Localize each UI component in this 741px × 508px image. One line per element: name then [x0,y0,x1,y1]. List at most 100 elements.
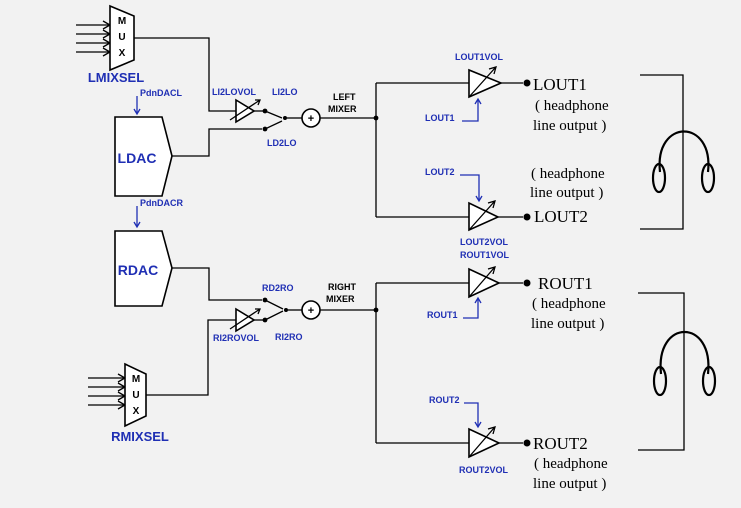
left-headphones-earcup-left [651,162,667,194]
lout1-enable-arrow [474,97,482,105]
lout2-stage: LOUT2 LOUT2VOL LOUT2 ( headphone line ou… [376,166,605,247]
left-line-in-switch-label: LI2LO [272,87,298,97]
right-mux-glyph-2: U [132,390,139,401]
left-dac-shape [114,116,173,197]
right-mixer-title: RIGHT [328,282,357,292]
right-mux-input-arrows [117,373,127,410]
left-dac-switch-label: LD2LO [267,138,297,148]
right-mux-label: RMIXSEL [111,429,169,444]
right-line-in-volume-triangle [235,307,256,333]
rout1-enable-line [463,299,479,319]
right-switch-common-node [284,308,288,312]
left-line-in-volume-label: LI2LOVOL [212,87,257,97]
right-dac-block: PdnDACR RDAC [114,198,183,307]
rout2-enable-line [464,402,479,426]
rout2-stage: ROUT2 ROUT2VOL ROUT2 ( headphone line ou… [376,395,608,492]
left-summer-symbol: + [308,113,314,125]
right-headphones-earcup-left [652,365,668,397]
right-mux-block: M U X RMIXSEL [88,362,169,444]
right-dac-power-down-label: PdnDACR [140,198,183,208]
rout2-amp-triangle [468,427,501,459]
left-mux-glyph-3: X [119,48,126,59]
lout2-name: LOUT2 [534,207,588,226]
right-headphones-earcup-right [701,365,717,397]
lout1-output-pin [523,79,531,87]
right-headphones-bracket [638,292,685,451]
right-mux-glyph-3: X [133,406,140,417]
right-dac-switch-blade [264,299,284,310]
right-dac-power-down-arrow [133,221,141,229]
left-dac-output-wire [172,128,262,157]
lout2-desc-line-1: ( headphone [531,166,605,182]
rout1-enable-arrow [474,296,482,304]
lout1-amp-variable-arrow [468,66,497,98]
rout2-amp-variable-arrow [468,426,496,458]
lout2-output-pin [523,213,531,221]
right-headphones-icon [638,292,717,451]
right-dac-output-wire [172,267,262,301]
left-switch-common-node [283,116,287,120]
left-line-in-volume-arrow [229,99,261,121]
lout1-desc-line-2: line output ) [533,118,606,134]
left-dac-power-down-arrow [133,108,141,116]
left-mux-input-arrows [102,20,112,57]
left-mux-label: LMIXSEL [88,70,144,85]
right-line-in-switch-blade [264,310,284,321]
lout2-enable-line [460,174,480,200]
right-mux-inputs [88,377,125,406]
right-dac-label: RDAC [118,262,158,278]
lout1-enable-line [462,100,479,122]
rout2-desc-line-2: line output ) [533,476,606,492]
rout2-desc-line-1: ( headphone [534,456,608,472]
lout1-name: LOUT1 [533,75,587,94]
right-dac-switch-label: RD2RO [262,283,294,293]
lout1-desc-line-1: ( headphone [535,98,609,114]
right-dac-shape [114,230,173,307]
left-mux-shape [109,4,135,72]
left-mux-block: M U X LMIXSEL [76,4,144,85]
rout1-amp-variable-arrow [468,266,496,298]
rout2-name: ROUT2 [533,434,588,453]
rout1-desc-line-1: ( headphone [532,296,606,312]
right-line-in-switch-label: RI2RO [275,332,303,342]
rout1-output-pin [523,279,531,287]
right-line-in-volume-label: RI2ROVOL [213,333,260,343]
left-mixer-path: LI2LOVOL LI2LO LD2LO + LEFT MIXER [134,37,379,217]
left-mixer-title: LEFT [333,92,356,102]
rout1-stage: ROUT1VOL ROUT1 ROUT1 ( headphone line ou… [376,250,606,332]
left-headphones-earcup-right [700,162,716,194]
left-line-in-volume-triangle [235,98,256,124]
lout2-amp-variable-arrow [468,200,496,231]
left-dac-power-down-label: PdnDACL [140,88,182,98]
left-headphones-bracket [640,74,684,230]
rout2-enable-arrow [474,421,482,429]
right-mux-glyph-1: M [132,374,140,385]
left-dac-switch-blade [264,120,283,130]
right-summer-symbol: + [308,305,314,317]
left-headphones-band [658,130,710,173]
lout2-enable-label: LOUT2 [425,167,455,177]
lout1-stage: LOUT1VOL LOUT1 LOUT1 ( headphone line ou… [376,52,609,134]
left-dac-block: PdnDACL LDAC [114,88,182,197]
lout1-volume-label: LOUT1VOL [455,52,504,62]
right-line-in-volume-arrow [229,308,261,330]
right-headphones-band [659,330,710,375]
left-mux-glyph-2: U [118,32,125,43]
left-line-in-switch-blade [264,110,283,119]
rout1-desc-line-2: line output ) [531,316,604,332]
rout2-enable-label: ROUT2 [429,395,460,405]
lout2-volume-label: LOUT2VOL [460,237,509,247]
lout2-amp-triangle [468,201,500,232]
left-mux-glyph-1: M [118,16,126,27]
rout1-amp-triangle [468,267,501,299]
rout1-volume-label: ROUT1VOL [460,250,510,260]
right-mux-to-volume-wire [146,319,236,396]
left-dac-label: LDAC [118,150,157,166]
left-headphones-icon [640,74,716,230]
rout1-enable-label: ROUT1 [427,310,458,320]
lout2-desc-line-2: line output ) [530,185,603,201]
rout2-volume-label: ROUT2VOL [459,465,509,475]
lout1-amp-triangle [468,68,504,99]
right-mixer-path: RD2RO RI2ROVOL RI2RO + RIGHT MIXER [146,267,379,443]
